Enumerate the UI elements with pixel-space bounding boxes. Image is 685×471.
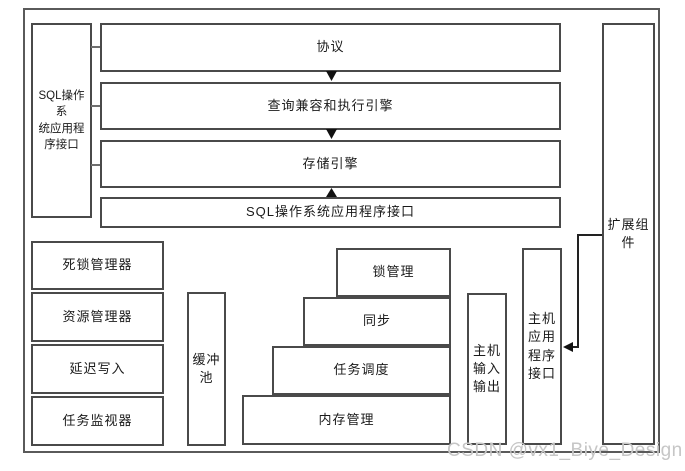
box-query-compat-exec-engine: 查询兼容和执行引擎 [100, 82, 561, 130]
box-task-monitor: 任务监视器 [31, 396, 164, 446]
box-host-api: 主机 应用 程序 接口 [522, 248, 562, 445]
box-lazy-write: 延迟写入 [31, 344, 164, 394]
box-sql-os-api-left: SQL操作系 统应用程 序接口 [31, 23, 92, 218]
box-storage-engine: 存储引擎 [100, 140, 561, 188]
box-deadlock-manager: 死锁管理器 [31, 241, 164, 290]
box-sql-os-api-bottom: SQL操作系统应用程序接口 [100, 197, 561, 228]
box-host-io: 主机 输入 输出 [467, 293, 507, 445]
box-lock-manager: 锁管理 [336, 248, 451, 297]
box-extension-components: 扩展组 件 [602, 23, 655, 445]
diagram-frame [23, 8, 660, 453]
box-memory-manager: 内存管理 [242, 395, 451, 445]
box-task-scheduler: 任务调度 [272, 346, 451, 395]
box-buffer-pool: 缓冲 池 [187, 292, 226, 446]
watermark: CSDN @vx1_Biye_Design [447, 440, 683, 461]
box-resource-manager: 资源管理器 [31, 292, 164, 342]
box-protocol: 协议 [100, 23, 561, 72]
box-sync: 同步 [303, 297, 451, 346]
